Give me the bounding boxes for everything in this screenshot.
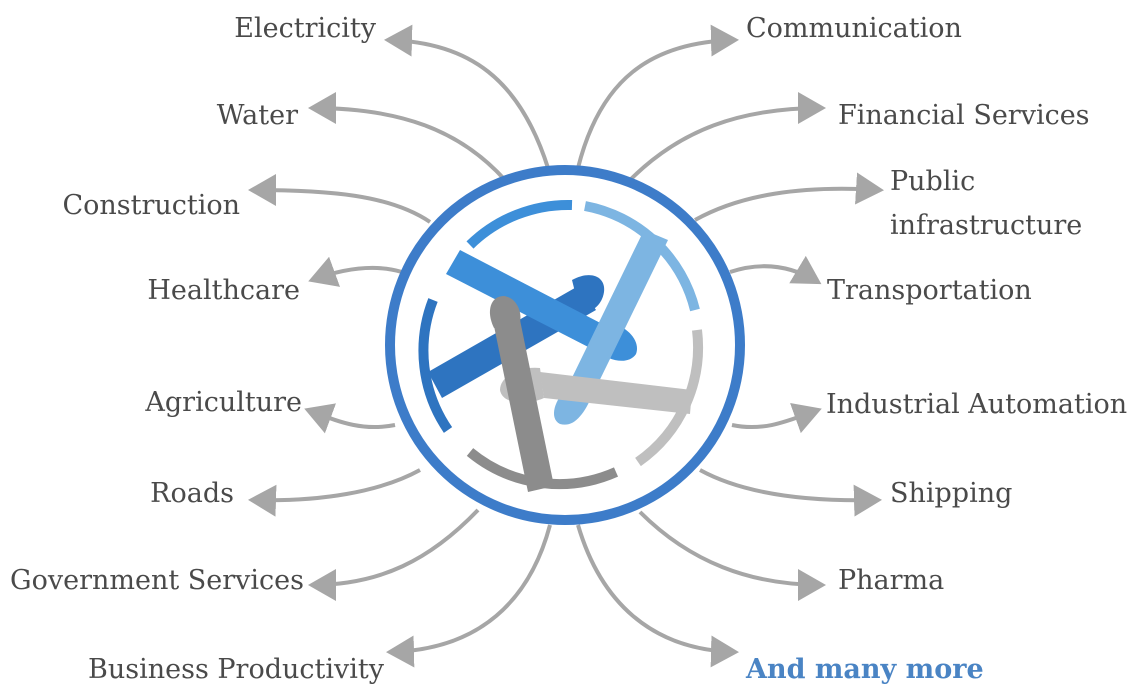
sector-label-construction: Construction xyxy=(62,190,240,221)
arrow-business-productivity xyxy=(386,524,552,668)
arrow-agriculture xyxy=(304,403,396,434)
arrow-shipping xyxy=(699,468,882,517)
sector-label-public-infrastructure: Public infrastructure xyxy=(890,166,1083,241)
sector-label-water: Water xyxy=(216,100,298,131)
arrow-construction xyxy=(248,174,432,224)
arrow-government-services xyxy=(308,508,480,601)
arrow-transportation xyxy=(729,255,822,285)
arrow-roads xyxy=(248,468,421,517)
sector-label-healthcare: Healthcare xyxy=(147,275,300,306)
center-circle xyxy=(385,165,745,525)
sector-label-roads: Roads xyxy=(150,478,234,509)
arrow-communication xyxy=(576,24,739,169)
arrow-water xyxy=(308,92,507,182)
arrow-public-infrastructure xyxy=(694,172,884,222)
sector-label-financial-services: Financial Services xyxy=(838,100,1090,131)
joined-hands-icon xyxy=(428,230,692,492)
sector-label-agriculture: Agriculture xyxy=(145,387,302,418)
arrow-pharma xyxy=(638,510,826,601)
sector-label-transportation: Transportation xyxy=(827,275,1032,306)
sector-label-business-productivity: Business Productivity xyxy=(88,654,384,685)
arrow-industrial-automation xyxy=(731,403,822,434)
sector-label-shipping: Shipping xyxy=(890,478,1013,509)
sector-label-pharma: Pharma xyxy=(838,565,945,596)
sector-label-electricity: Electricity xyxy=(234,13,376,44)
arrow-financial-services xyxy=(628,92,826,182)
arrow-healthcare xyxy=(308,256,403,287)
arrow-electricity xyxy=(384,24,550,169)
sector-label-government-services: Government Services xyxy=(10,565,304,596)
sector-label-communication: Communication xyxy=(746,13,962,44)
sector-label-industrial-automation: Industrial Automation xyxy=(826,389,1128,420)
arrow-and-many-more xyxy=(576,524,739,668)
sector-label-and-many-more: And many more xyxy=(746,654,984,685)
